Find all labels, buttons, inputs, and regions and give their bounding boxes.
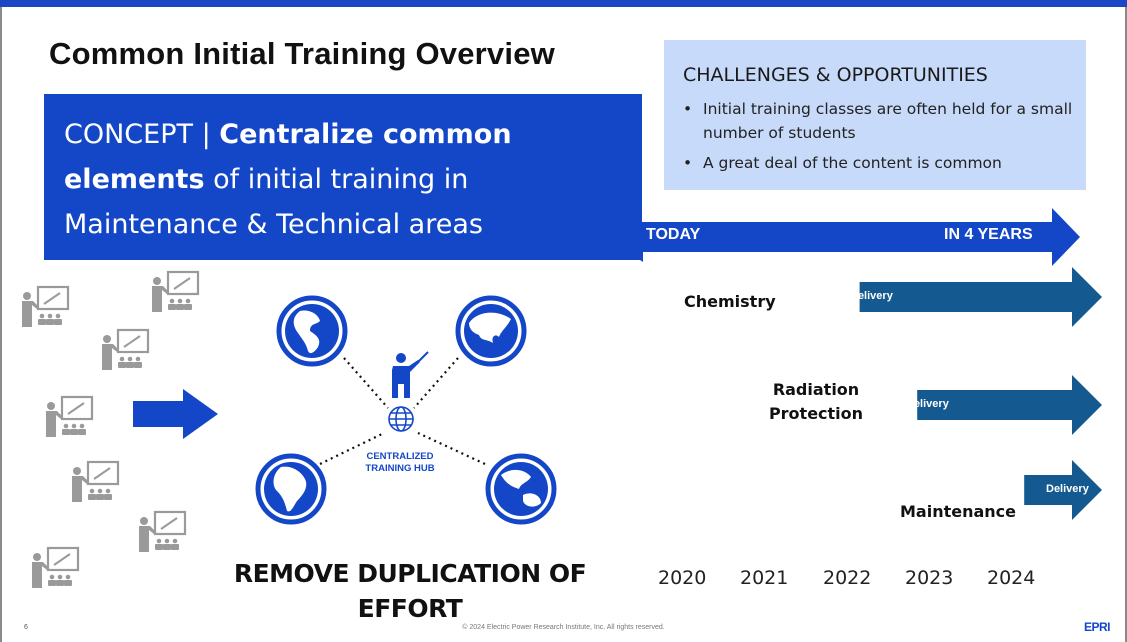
instructor-icon [44, 395, 94, 439]
delivery-arrow [1024, 460, 1102, 520]
challenges-panel: CHALLENGES & OPPORTUNITIES Initial train… [664, 40, 1086, 190]
year-label: 2020 [658, 567, 707, 589]
challenge-bullet: Initial training classes are often held … [683, 97, 1081, 145]
globe-americas-icon [279, 298, 345, 364]
left-border [0, 7, 2, 642]
hub-globe-icon [388, 406, 414, 432]
concept-statement: CONCEPT | Centralize common elements of … [64, 112, 634, 247]
challenges-heading: CHALLENGES & OPPORTUNITIES [683, 64, 988, 86]
timeline-arrow [640, 208, 1080, 266]
instructor-icon [150, 270, 200, 314]
instructor-icon [20, 285, 70, 329]
copyright-footer: © 2024 Electric Power Research Institute… [462, 624, 665, 631]
concept-bold: Centralize common elements [64, 119, 512, 195]
year-label: 2022 [823, 567, 872, 589]
instructor-icon [70, 460, 120, 504]
year-label: 2023 [905, 567, 954, 589]
challenge-bullet: A great deal of the content is common [683, 151, 1081, 175]
delivery-arrows [859, 267, 1102, 520]
tagline: REMOVE DUPLICATION OF EFFORT [233, 559, 587, 623]
page-number: 6 [24, 624, 28, 631]
instructor-icon [137, 510, 187, 554]
track-chemistry: Chemistry [684, 292, 776, 311]
globe-oceania-icon [488, 456, 554, 522]
concept-rest: of initial training in Maintenance & Tec… [64, 164, 483, 240]
track-radiation-protection: Radiation Protection [768, 380, 864, 423]
top-accent-bar [0, 0, 1127, 7]
epri-logo: EPRI [1084, 620, 1111, 634]
delivery-label: Delivery [850, 290, 893, 302]
timeline-start-label: TODAY [646, 226, 701, 243]
hub-teacher-icon [392, 351, 429, 398]
challenges-list: Initial training classes are often held … [683, 97, 1081, 181]
track-maintenance: Maintenance [900, 502, 1017, 521]
globe-africa-icon [258, 456, 324, 522]
delivery-label: Delivery [1046, 483, 1089, 495]
page-title: Common Initial Training Overview [49, 36, 555, 71]
concept-box: CONCEPT | Centralize common elements of … [44, 94, 642, 260]
delivery-arrow [917, 375, 1102, 435]
instructor-icon [30, 546, 80, 590]
delivery-arrow [859, 267, 1102, 327]
right-border [1125, 7, 1127, 642]
timeline-end-label: IN 4 YEARS [944, 226, 1033, 243]
delivery-label: Delivery [906, 398, 949, 410]
right-arrow-icon [133, 389, 218, 439]
instructor-icon [100, 328, 150, 372]
hub-label: CENTRALIZED TRAINING HUB [365, 451, 435, 474]
hub-connectors [319, 357, 486, 465]
year-label: 2024 [987, 567, 1036, 589]
globe-asia-icon [458, 298, 524, 364]
concept-prefix: CONCEPT | [64, 119, 220, 150]
year-label: 2021 [740, 567, 789, 589]
